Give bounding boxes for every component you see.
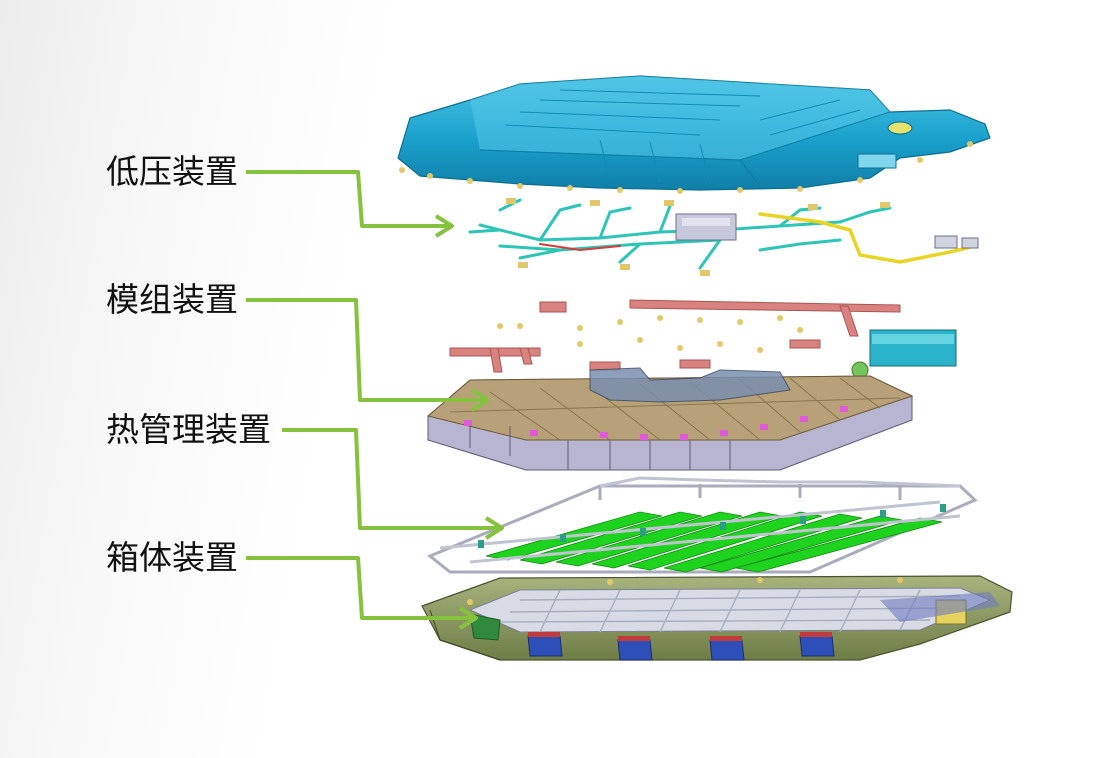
- thermal-management: [427, 476, 978, 574]
- label-thermal: 热管理装置: [106, 410, 271, 449]
- label-housing: 箱体装置: [106, 538, 238, 577]
- leader-line-thermal: [282, 428, 504, 540]
- label-module: 模组装置: [106, 280, 238, 319]
- wiring-harness: [468, 198, 979, 276]
- top-cover: [397, 75, 991, 194]
- leader-line-housing: [246, 556, 478, 630]
- leader-line-low-voltage: [246, 170, 454, 238]
- leader-line-module: [246, 298, 490, 412]
- label-low-voltage: 低压装置: [106, 152, 238, 191]
- module-busbars: [449, 299, 957, 379]
- housing-tray: [421, 575, 1013, 661]
- battery-modules: [426, 367, 914, 471]
